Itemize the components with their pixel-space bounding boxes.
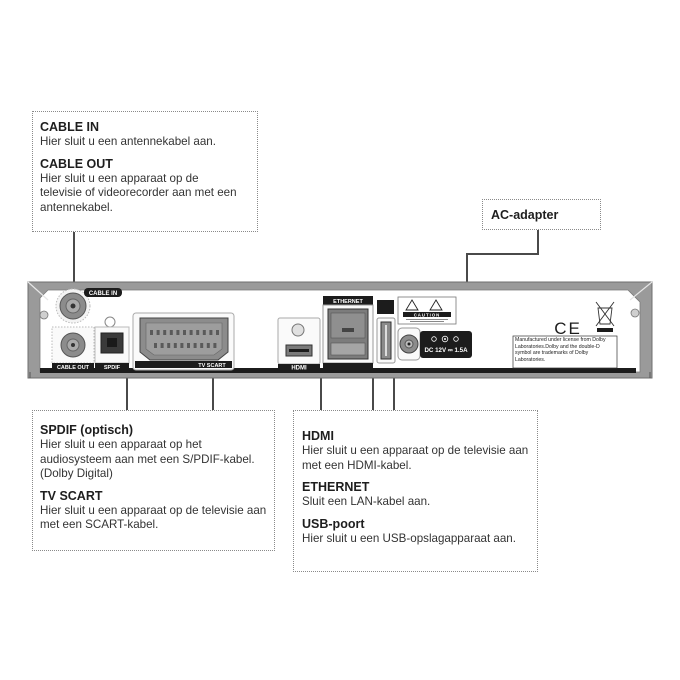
- callout-text-spdif: Hier sluit u een apparaat op het audiosy…: [40, 438, 255, 480]
- screw-right-icon: [630, 308, 640, 318]
- scart-pin: [200, 343, 204, 348]
- weee-bin-icon: [595, 301, 615, 332]
- scart-pin: [156, 330, 160, 335]
- label-caution: CAUTION: [414, 312, 441, 317]
- spdif-connector: SPDIF: [94, 316, 130, 371]
- scart-pin: [167, 343, 171, 348]
- dolby-notice-text: Manufactured under license from Dolby La…: [515, 337, 606, 363]
- callout-title-ethernet: ETHERNET: [302, 480, 370, 494]
- callout-ac-adapter: AC-adapter: [482, 199, 601, 230]
- label-hdmi: HDMI: [291, 366, 307, 372]
- leader-line-spdif: [126, 373, 128, 410]
- scart-pin: [213, 343, 217, 348]
- leader-line-scart: [212, 367, 214, 410]
- dolby-notice: Manufactured under license from Dolby La…: [512, 335, 618, 369]
- scart-pin: [173, 343, 177, 348]
- callout-title-cable-out: CABLE OUT: [40, 156, 113, 171]
- callout-title-spdif: SPDIF (optisch): [40, 423, 134, 437]
- scart-pin: [202, 330, 206, 335]
- usb-connector: [376, 300, 396, 364]
- scart-pin: [163, 330, 167, 335]
- callout-text-ethernet: Sluit een LAN-kabel aan.: [302, 495, 431, 508]
- label-cable-out: CABLE OUT: [57, 365, 90, 371]
- callout-text-scart: Hier sluit u een apparaat op de televisi…: [40, 503, 267, 532]
- scart-pin: [196, 330, 200, 335]
- caution-label: CAUTION: [397, 296, 457, 325]
- ce-mark: CE: [554, 319, 582, 338]
- label-spdif: SPDIF: [104, 365, 121, 371]
- callout-title-cable-in: CABLE IN: [40, 120, 100, 134]
- screw-left-icon: [39, 310, 49, 320]
- callout-text-hdmi: Hier sluit u een apparaat op de televisi…: [302, 444, 529, 472]
- leader-line-ethernet: [372, 367, 374, 410]
- callout-title-usb: USB-poort: [302, 516, 365, 531]
- label-power: DC 12V ⎓ 1.5A: [424, 347, 468, 354]
- hdmi-connector: HDMI: [277, 317, 321, 372]
- scart-pin: [216, 330, 219, 335]
- leader-line-ac-h: [466, 253, 539, 255]
- callout-text-usb: Hier sluit u een USB-opslagapparaat aan.: [302, 531, 516, 545]
- callout-title-scart: TV SCART: [40, 488, 103, 503]
- callout-hdmi-ethernet-usb: HDMI Hier sluit u een apparaat op de tel…: [293, 410, 538, 572]
- callout-spdif-scart: SPDIF (optisch) Hier sluit u een apparaa…: [32, 410, 275, 551]
- leader-line-hdmi: [320, 367, 322, 410]
- cable-out-connector: CABLE OUT: [51, 326, 95, 371]
- dc-power-jack: DC 12V ⎓ 1.5A: [397, 327, 472, 361]
- label-ethernet: ETHERNET: [333, 299, 363, 305]
- panel-face: [39, 289, 641, 373]
- scart-pin: [189, 330, 193, 335]
- scart-pin: [180, 343, 184, 348]
- cable-in-connector: CABLE IN: [55, 288, 122, 324]
- panel-bottom-bar: [40, 368, 636, 373]
- ethernet-connector: ETHERNET: [322, 296, 374, 369]
- scart-pin: [183, 330, 186, 335]
- callout-title-hdmi: HDMI: [302, 429, 334, 443]
- scart-pin: [206, 343, 210, 348]
- leader-line-usb: [393, 367, 395, 410]
- callout-title-ac-adapter: AC-adapter: [491, 208, 559, 222]
- scart-pin: [193, 343, 197, 348]
- callout-text-cable-out: Hier sluit u een apparaat op de televisi…: [40, 171, 237, 214]
- scart-pin: [160, 343, 164, 348]
- scart-connector: TV SCART: [132, 312, 235, 371]
- scart-pin: [150, 330, 153, 335]
- leader-line-ac-v2: [466, 253, 468, 331]
- callout-text-cable-in: Hier sluit u een antennekabel aan.: [40, 135, 216, 148]
- scart-pin: [154, 343, 157, 348]
- callout-cable: CABLE IN Hier sluit u een antennekabel a…: [32, 111, 258, 232]
- panel-frame: [27, 281, 653, 379]
- leader-line-ac-v1: [537, 230, 539, 254]
- scart-pin: [187, 343, 190, 348]
- scart-pin: [176, 330, 180, 335]
- leader-line-cable: [73, 232, 75, 290]
- scart-pin: [209, 330, 213, 335]
- scart-pin: [169, 330, 173, 335]
- label-cable-in: CABLE IN: [89, 291, 117, 297]
